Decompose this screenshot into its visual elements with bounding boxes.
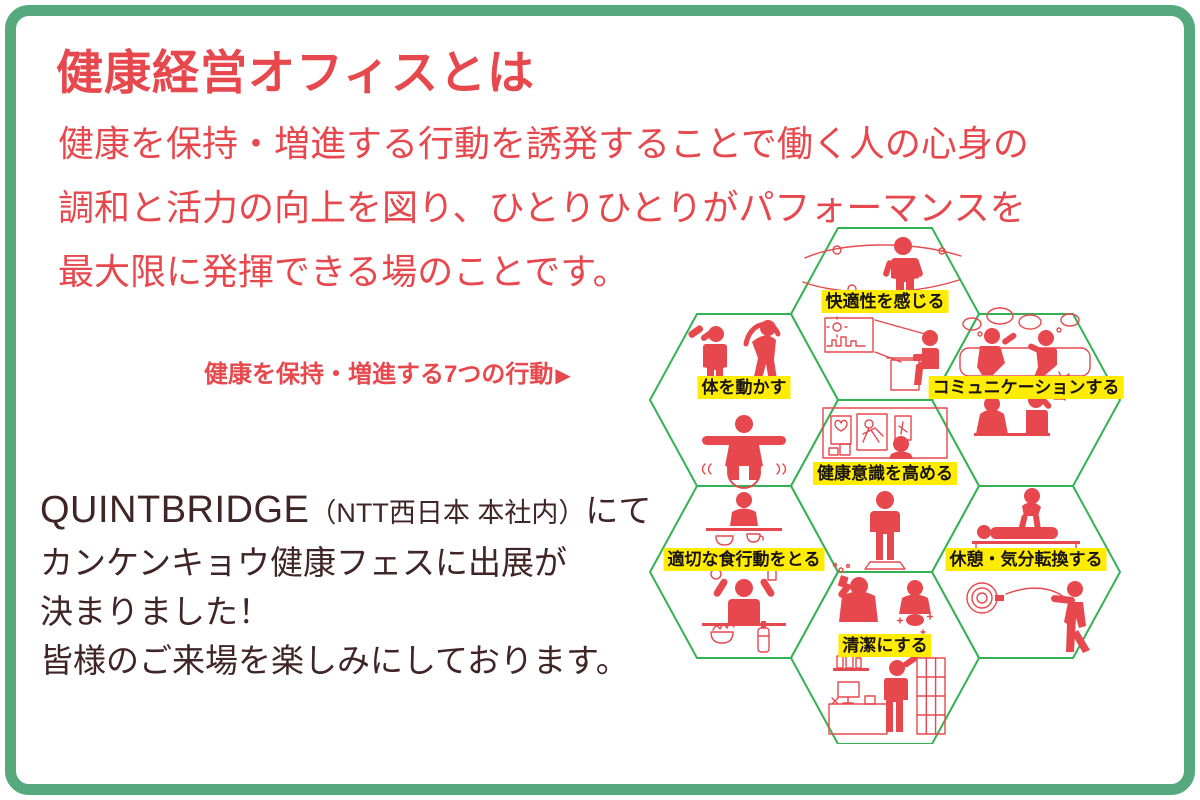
hex-label-keep-clean: 清潔にする [838,634,932,658]
darts-icon [966,581,1090,653]
sofa-chat-icon [959,307,1091,383]
seven-actions-honeycomb: 快適性を感じる 体を動かす コミュニケーションする 健康意識を高める 適切な食行… [648,224,1168,744]
hex-health-awareness-icons [822,407,948,570]
weighing-scale-icon [864,491,906,570]
healthy-snack-icon [702,567,786,653]
intro-line: 健康を保持・増進する行動を誘発することで働く人の心身の [58,123,1029,164]
hex-label-communicate: コミュニケーションする [928,376,1124,400]
hex-label-rest-refresh: 休憩・気分転換する [945,548,1107,572]
intro-line: 最大限に発揮できる場のことです。 [58,251,629,292]
intro-paragraph: 健康を保持・増進する行動を誘発することで働く人の心身の 調和と活力の向上を図り、… [58,112,1029,304]
hex-label-comfort: 快適性を感じる [821,290,949,314]
intro-line: 調和と活力の向上を図り、ひとりひとりがパフォーマンスを [58,187,1026,228]
seven-actions-caption: 健康を保持・増進する7つの行動▶ [204,354,571,389]
hex-keep-clean-icons [828,562,946,735]
announcement: QUINTBRIDGE（NTT西日本 本社内）にて カンケンキョウ健康フェスに出… [40,486,651,685]
venue-suffix: にて [585,492,652,529]
announcement-line: カンケンキョウ健康フェスに出展が [40,544,568,581]
tidy-office-icon [828,651,946,735]
venue-name: QUINTBRIDGE [40,489,310,531]
page-title: 健康経営オフィスとは [56,46,536,99]
announcement-line: QUINTBRIDGE（NTT西日本 本社内）にて [40,486,651,538]
massage-icon [972,488,1080,558]
hex-label-eat-right: 適切な食行動をとる [663,548,825,572]
hex-comfort-icons [802,237,962,391]
window-desk-worker-icon [824,316,939,391]
venue-note: （NTT西日本 本社内） [309,498,586,528]
hex-label-health-awareness: 健康意識を高める [813,462,957,486]
announcement-line: 決まりました！ [40,593,271,630]
announcement-line: 皆様のご来場を楽しみにしております。 [40,642,629,679]
balance-ball-squat-icon [701,415,787,489]
caption-text: 健康を保持・増進する7つの行動 [204,361,554,388]
gargle-handwash-icon [832,562,934,635]
hex-label-move-body: 体を動かす [697,376,791,400]
hex-rest-refresh-icons [966,488,1090,653]
right-arrow-icon: ▶ [555,365,571,387]
bulletin-board-icon [822,407,948,459]
